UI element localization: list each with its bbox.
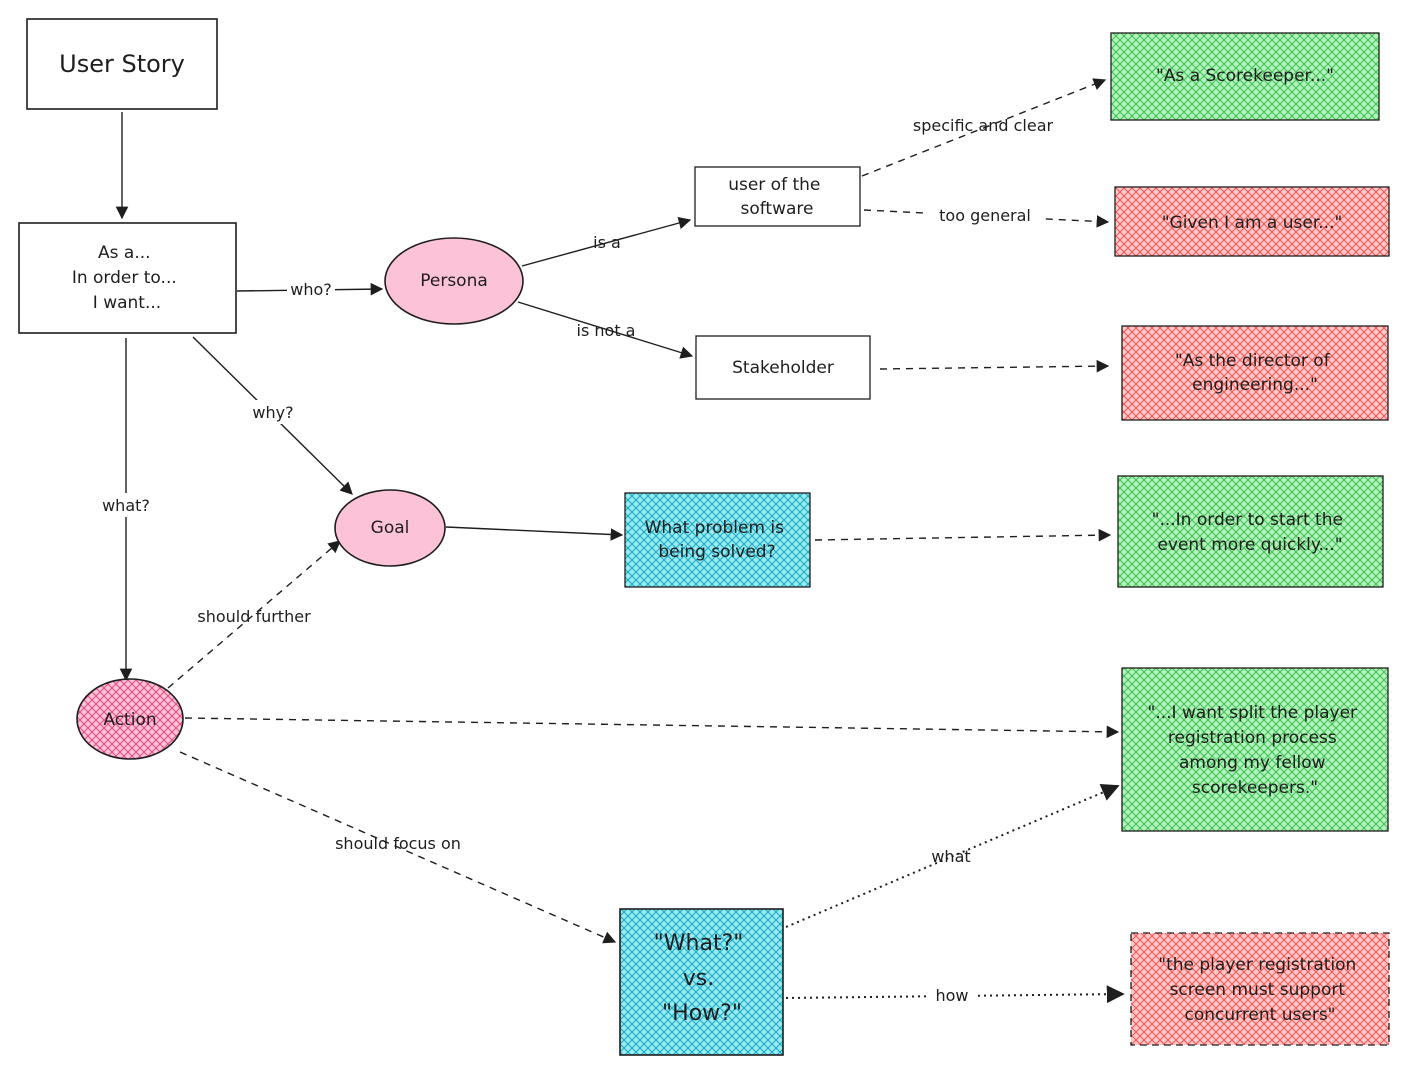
in-order-line: "...In order to start the: [1152, 510, 1343, 530]
problem-line: What problem is: [645, 518, 785, 538]
label-is-a: is a: [593, 233, 621, 252]
node-persona: Persona: [384, 237, 524, 325]
director-line: "As the director of: [1175, 351, 1331, 371]
svg-text:"...I want split the player: "...I want split the player registration…: [1148, 703, 1363, 798]
svg-text:"...In order to start the: "...In order to start the event more qui…: [1152, 510, 1349, 555]
label-specific: specific and clear: [913, 116, 1054, 135]
svg-text:What problem is being so: What problem is being solved?: [645, 518, 790, 562]
label-is-not-a: is not a: [577, 321, 636, 340]
node-what-vs-how: "What?" vs. "How?": [619, 908, 784, 1056]
stakeholder-label: Stakeholder: [732, 358, 834, 378]
edge-stakeholder-director: [879, 359, 1110, 373]
director-line: engineering...": [1192, 375, 1318, 395]
edge-whatvshow-iwant: [785, 784, 1120, 928]
node-stakeholder: Stakeholder: [695, 335, 871, 400]
label-how-lower: how: [935, 986, 968, 1005]
node-problem: What problem is being solved?: [624, 492, 811, 588]
svg-text:"the player registration: "the player registration screen must sup…: [1158, 955, 1361, 1025]
svg-text:"What?" vs. "How?": "What?" vs. "How?": [654, 931, 751, 1026]
i-want-line: "...I want split the player: [1148, 703, 1358, 723]
i-want-line: registration process: [1168, 728, 1337, 748]
user-of-software-line: software: [740, 199, 813, 219]
i-want-line: scorekeepers.": [1192, 778, 1318, 798]
label-too-general: too general: [939, 206, 1031, 225]
what-vs-how-line: "What?": [654, 931, 744, 956]
edge-action-whatvshow: [179, 751, 617, 944]
label-why: why?: [252, 403, 293, 422]
concurrent-line: concurrent users": [1184, 1005, 1335, 1025]
concurrent-line: "the player registration: [1158, 955, 1356, 975]
action-label: Action: [103, 710, 156, 730]
node-goal: Goal: [334, 489, 446, 567]
scorekeeper-text: "As a Scorekeeper...": [1156, 66, 1334, 86]
node-concurrent: "the player registration screen must sup…: [1130, 932, 1390, 1046]
label-should-further: should further: [197, 607, 311, 626]
goal-label: Goal: [371, 518, 410, 538]
edge-problem-inorder: [814, 528, 1112, 542]
edge-action-goal: [167, 540, 341, 689]
svg-text:As a... In order to...: As a... In order to... I want...: [72, 243, 182, 313]
edge-user-scorekeeper: [861, 78, 1107, 177]
node-user-story: User Story: [26, 18, 218, 110]
node-scorekeeper: "As a Scorekeeper...": [1110, 32, 1380, 121]
svg-text:"As a Scorekeeper...": "As a Scorekeeper...": [1156, 66, 1334, 86]
svg-text:Action: Action: [103, 710, 156, 730]
template-line: In order to...: [72, 268, 177, 288]
what-vs-how-line: "How?": [662, 1001, 742, 1026]
edge-action-iwant: [184, 717, 1120, 739]
svg-text:"Given I am a user...": "Given I am a user...": [1162, 213, 1343, 233]
node-user-of-software: user of the software: [694, 166, 861, 227]
svg-text:User Story: User Story: [59, 50, 185, 78]
svg-text:Goal: Goal: [371, 518, 410, 538]
svg-text:user of the software: user of the software: [728, 175, 826, 219]
given-user-text: "Given I am a user...": [1162, 213, 1343, 233]
label-what: what?: [102, 496, 150, 515]
i-want-line: among my fellow: [1179, 753, 1326, 773]
node-template: As a... In order to... I want...: [18, 222, 237, 334]
template-line: As a...: [98, 243, 151, 263]
node-i-want: "...I want split the player registration…: [1121, 667, 1389, 832]
concurrent-line: screen must support: [1170, 980, 1346, 1000]
in-order-line: event more quickly...": [1157, 535, 1342, 555]
label-what-lower: what: [931, 847, 970, 866]
edge-persona-stakeholder: [517, 301, 694, 359]
node-director: "As the director of engineering...": [1121, 325, 1389, 421]
problem-line: being solved?: [658, 542, 775, 562]
label-who: who?: [290, 280, 332, 299]
node-given-user: "Given I am a user...": [1114, 186, 1390, 257]
node-action: Action: [76, 678, 184, 760]
user-of-software-line: user of the: [728, 175, 820, 195]
what-vs-how-line: vs.: [683, 966, 714, 991]
user-story-title: User Story: [59, 50, 185, 78]
edge-persona-user: [521, 216, 692, 267]
persona-label: Persona: [420, 271, 488, 291]
node-in-order: "...In order to start the event more qui…: [1117, 475, 1384, 588]
svg-text:"As the director of engi: "As the director of engineering...": [1175, 351, 1335, 395]
svg-text:Persona: Persona: [420, 271, 488, 291]
label-should-focus: should focus on: [335, 834, 461, 853]
svg-text:Stakeholder: Stakeholder: [732, 358, 834, 378]
template-line: I want...: [93, 293, 161, 313]
edge-labels: who? why? what? is a is not a specific a…: [94, 116, 1054, 1006]
edge-goal-problem: [445, 526, 624, 541]
